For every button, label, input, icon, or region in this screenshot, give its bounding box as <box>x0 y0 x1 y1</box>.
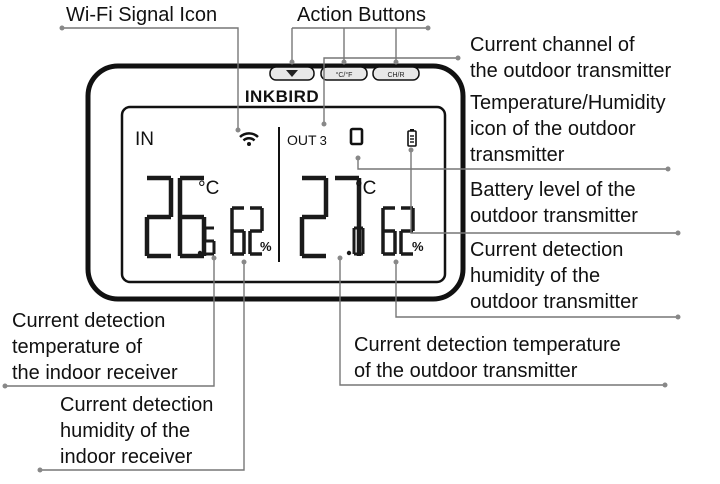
channel-button[interactable] <box>372 66 420 81</box>
indoor-decimal-point <box>197 250 203 256</box>
outdoor-decimal-point <box>346 250 352 256</box>
outdoor-temp-unit: °C <box>355 178 376 199</box>
indoor-temp-decimal-digit-0 <box>203 226 216 256</box>
indoor-humidity-digits <box>230 206 264 256</box>
brand-logo: INKBIRD <box>245 87 319 106</box>
indoor-temp-unit: °C <box>198 178 219 199</box>
channel-button-glyph: CH/R <box>387 72 404 79</box>
battery-icon <box>407 129 417 147</box>
wifi-icon <box>239 132 259 146</box>
indoor-humidity-digit-1 <box>248 206 264 256</box>
outdoor-temperature-digits <box>299 175 365 259</box>
down-triangle-icon <box>286 70 298 77</box>
indoor-label: IN <box>135 129 154 150</box>
outdoor-humidity-digit-0 <box>381 206 397 256</box>
outdoor-temp-digit-1 <box>335 175 362 256</box>
indoor-temp-digit-1 <box>177 175 207 259</box>
action-buttons-label: Action Buttons <box>297 4 426 26</box>
celsius-fahrenheit-glyph: °C/°F <box>336 71 353 79</box>
outdoor-humidity-unit: % <box>412 239 424 254</box>
temperature-humidity-icon <box>349 127 364 146</box>
leader-lines <box>2 25 681 473</box>
indoor-temperature-digits <box>144 175 216 259</box>
wifi-signal-icon-label: Wi-Fi Signal Icon <box>66 4 218 26</box>
indoor-temp-digit-0 <box>144 175 174 259</box>
outdoor-temp-digit-0 <box>299 175 329 259</box>
outdoor-temp-decimal-digit-0 <box>352 226 365 256</box>
celsius-fahrenheit-button[interactable] <box>320 66 368 81</box>
indoor-humidity-unit: % <box>260 239 272 254</box>
action-buttons: °C/°F CH/R <box>269 66 420 81</box>
indoor-humidity-digit-0 <box>230 206 246 256</box>
